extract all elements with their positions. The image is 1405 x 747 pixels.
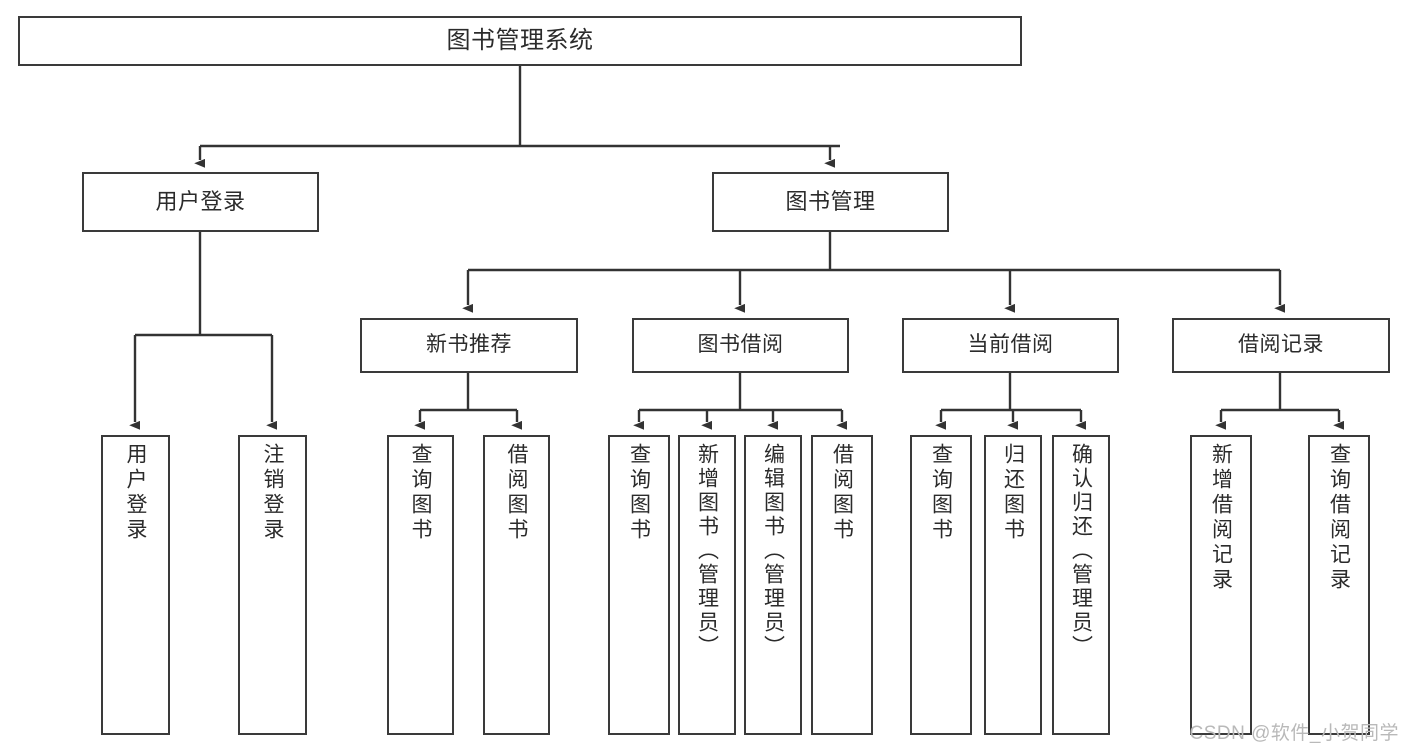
node-label: 查询图书 [627,443,651,543]
node-label: 确认归还（管理员） [1069,443,1093,659]
node-label: 借阅图书 [505,443,528,543]
node-label: 新书推荐 [426,333,512,357]
leaf-confirm-return-admin[interactable]: 确认归还（管理员） [1052,435,1110,735]
node-label: 用户登录 [124,443,147,543]
node-label: 用户登录 [155,189,246,215]
node-user-login[interactable]: 用户登录 [82,172,319,232]
leaf-return-books[interactable]: 归还图书 [984,435,1042,735]
leaf-logout[interactable]: 注销登录 [238,435,307,735]
node-label: 查询借阅记录 [1327,443,1351,593]
node-label: 借阅记录 [1238,333,1324,357]
node-label: 新增图书（管理员） [695,443,719,659]
node-label: 查询图书 [409,443,432,543]
leaf-query-books-current[interactable]: 查询图书 [910,435,972,735]
node-borrowing-records[interactable]: 借阅记录 [1172,318,1390,373]
leaf-query-books-borrowing[interactable]: 查询图书 [608,435,670,735]
leaf-add-borrow-record[interactable]: 新增借阅记录 [1190,435,1252,735]
node-label: 注销登录 [261,443,284,543]
node-book-management[interactable]: 图书管理 [712,172,949,232]
node-new-book-recommendation[interactable]: 新书推荐 [360,318,578,373]
node-label: 图书管理 [785,189,876,215]
leaf-user-login[interactable]: 用户登录 [101,435,170,735]
node-label: 查询图书 [929,443,953,543]
node-label: 借阅图书 [830,443,854,543]
node-root-book-management-system[interactable]: 图书管理系统 [18,16,1022,66]
leaf-query-books-newbook[interactable]: 查询图书 [387,435,454,735]
leaf-edit-book-admin[interactable]: 编辑图书（管理员） [744,435,802,735]
node-label: 当前借阅 [967,333,1054,357]
leaf-add-book-admin[interactable]: 新增图书（管理员） [678,435,736,735]
node-book-borrowing[interactable]: 图书借阅 [632,318,849,373]
leaf-borrow-books-borrowing[interactable]: 借阅图书 [811,435,873,735]
node-label: 编辑图书（管理员） [761,443,785,659]
node-current-borrowing[interactable]: 当前借阅 [902,318,1119,373]
leaf-query-borrow-record[interactable]: 查询借阅记录 [1308,435,1370,735]
node-label: 新增借阅记录 [1209,443,1233,593]
node-label: 图书借阅 [697,333,784,357]
node-label: 图书管理系统 [446,26,594,54]
watermark: CSDN @软件_小贺同学 [1189,723,1399,744]
leaf-borrow-books-newbook[interactable]: 借阅图书 [483,435,550,735]
node-label: 归还图书 [1001,443,1025,543]
